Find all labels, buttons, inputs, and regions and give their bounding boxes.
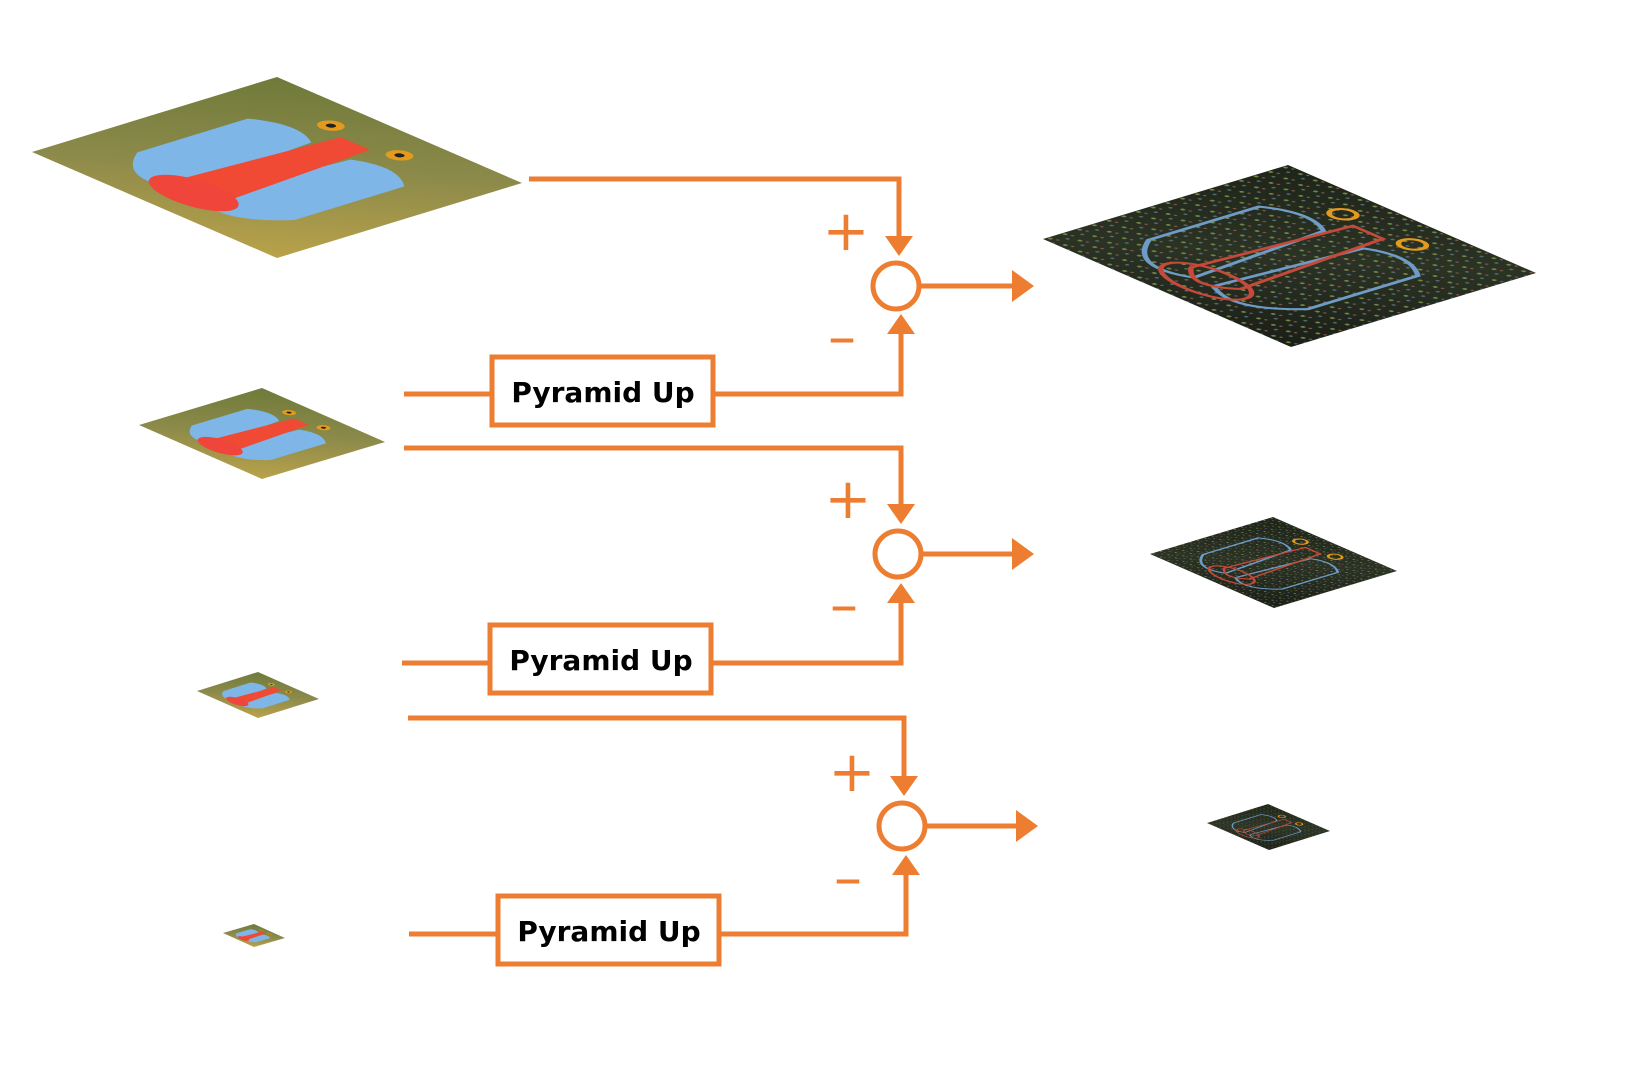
laplacian-level-1-image xyxy=(1148,515,1399,610)
direct-connector-3 xyxy=(408,715,907,782)
plus-sign-1: + xyxy=(823,199,870,264)
laplacian-level-2-image xyxy=(1206,803,1331,851)
plus-sign-3: + xyxy=(829,740,876,805)
pyramid-up-label-1: Pyramid Up xyxy=(511,376,694,409)
direct-connector-1 xyxy=(529,176,902,242)
output-arrowhead-3 xyxy=(1016,810,1038,842)
arrowhead-up-1 xyxy=(887,314,915,334)
pyramid-up-box-2 xyxy=(487,622,714,696)
upsampled-connector-3 xyxy=(719,872,909,937)
arrowhead-down-1 xyxy=(885,236,913,256)
pyramid-up-label-2: Pyramid Up xyxy=(509,644,692,677)
stage-2 xyxy=(402,445,1034,696)
gaussian-level-0-image xyxy=(31,77,522,258)
upsampled-connector-1 xyxy=(713,330,904,397)
output-arrowhead-2 xyxy=(1012,538,1034,570)
difference-operator-1 xyxy=(870,260,922,312)
direct-connector-2 xyxy=(404,445,904,510)
gaussian-level-3-image xyxy=(223,924,285,947)
plus-sign-2: + xyxy=(825,467,872,532)
gaussian-level-1-image xyxy=(139,388,385,479)
minus-sign-3: – xyxy=(834,846,862,911)
stage-1 xyxy=(404,176,1034,428)
pyramid-up-box-1 xyxy=(489,354,716,428)
minus-sign-1: – xyxy=(828,305,856,370)
gaussian-level-2-image xyxy=(197,672,319,718)
pyramid-up-label-3: Pyramid Up xyxy=(517,915,700,948)
minus-sign-2: – xyxy=(830,573,858,638)
difference-operator-2 xyxy=(872,528,924,580)
stage-3 xyxy=(408,715,1038,967)
difference-operator-3 xyxy=(876,800,928,852)
output-arrowhead-1 xyxy=(1012,270,1034,302)
arrowhead-up-3 xyxy=(892,855,920,875)
arrowhead-down-3 xyxy=(890,776,918,796)
arrowhead-up-2 xyxy=(887,583,915,603)
laplacian-level-0-image xyxy=(1043,165,1536,347)
arrowhead-down-2 xyxy=(887,504,915,524)
pyramid-up-box-3 xyxy=(495,893,722,967)
upsampled-connector-2 xyxy=(711,600,904,666)
